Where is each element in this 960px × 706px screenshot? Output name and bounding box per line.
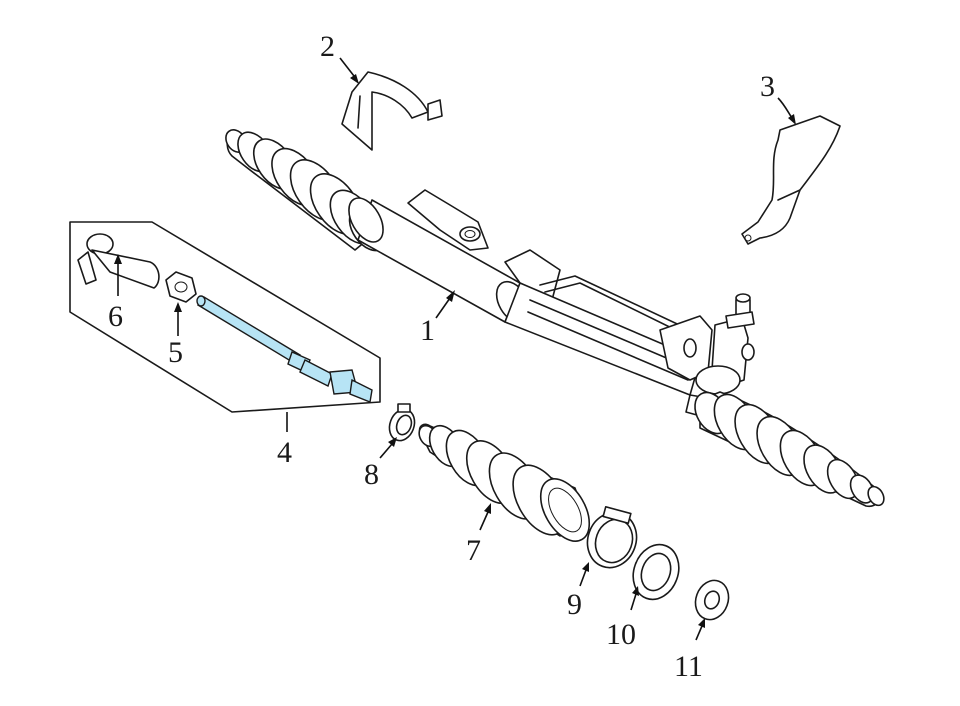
outer-tie-rod-end [77, 233, 160, 289]
callout-8: 8 [364, 458, 379, 491]
rack-housing [348, 189, 755, 421]
washer[interactable] [690, 576, 734, 625]
callout-2: 2 [320, 30, 335, 63]
jam-nut [165, 271, 197, 303]
heat-shield[interactable] [741, 115, 841, 245]
callout-labels: 1 2 3 4 5 6 7 8 9 10 11 [108, 30, 775, 683]
callout-9: 9 [567, 588, 582, 621]
leader-lines [114, 57, 796, 641]
inner-tie-rod [196, 295, 373, 403]
right-bellows [694, 391, 885, 508]
callout-4: 4 [277, 436, 292, 469]
callout-7: 7 [466, 534, 481, 567]
large-boot-clamp[interactable] [580, 505, 644, 574]
callout-1: 1 [420, 314, 435, 347]
callout-3: 3 [760, 70, 775, 103]
mounting-bracket[interactable] [341, 71, 443, 151]
steering-rack-assembly[interactable] [222, 126, 887, 508]
tie-rod-kit[interactable] [69, 221, 381, 432]
callout-5: 5 [168, 336, 183, 369]
callout-10: 10 [606, 618, 636, 651]
callout-11: 11 [674, 650, 703, 683]
bellows-boot[interactable] [416, 420, 600, 549]
seal-ring[interactable] [626, 538, 686, 606]
callout-6: 6 [108, 300, 123, 333]
small-boot-clamp[interactable] [385, 403, 418, 444]
